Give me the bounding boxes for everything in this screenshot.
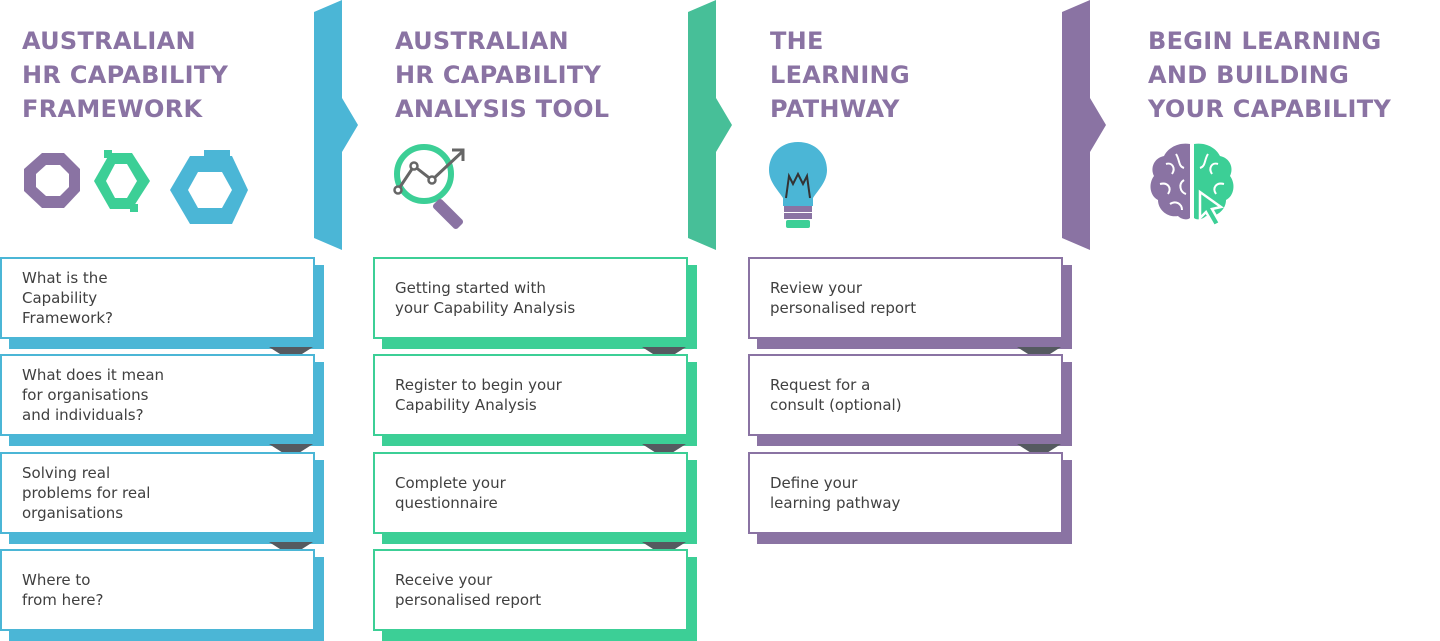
column-1-title-line: AUSTRALIAN — [22, 27, 196, 55]
step-card-label: Getting started with your Capability Ana… — [395, 279, 576, 317]
step-card-label: Review your personalised report — [770, 279, 917, 317]
step-card[interactable]: What is the Capability Framework? — [0, 257, 315, 339]
column-3-title-line: PATHWAY — [770, 95, 900, 123]
column-3-title-line: LEARNING — [770, 61, 910, 89]
step-card[interactable]: Where to from here? — [0, 549, 315, 631]
column-2-title-line: AUSTRALIAN — [395, 27, 569, 55]
column-4-title: BEGIN LEARNING AND BUILDING YOUR CAPABIL… — [1148, 24, 1391, 126]
brain-cursor-icon — [1150, 143, 1234, 228]
column-4-title-line: AND BUILDING — [1148, 61, 1350, 89]
lightbulb-icon — [769, 142, 827, 228]
step-card-label: Request for a consult (optional) — [770, 376, 902, 414]
step-card[interactable]: Review your personalised report — [748, 257, 1063, 339]
hexagon-rings-icon — [24, 150, 248, 224]
step-card-label: Where to from here? — [22, 571, 104, 609]
step-card-label: What does it mean for organisations and … — [22, 366, 165, 424]
step-card-label: Define your learning pathway — [770, 474, 901, 512]
step-card-label: Receive your personalised report — [395, 571, 542, 609]
column-2-title: AUSTRALIAN HR CAPABILITY ANALYSIS TOOL — [395, 24, 609, 126]
step-card-label: Register to begin your Capability Analys… — [395, 376, 562, 414]
column-3-title: THE LEARNING PATHWAY — [770, 24, 910, 126]
step-card-label: What is the Capability Framework? — [22, 269, 113, 327]
column-4-title-line: BEGIN LEARNING — [1148, 27, 1382, 55]
step-card[interactable]: What does it mean for organisations and … — [0, 354, 315, 436]
step-card[interactable]: Define your learning pathway — [748, 452, 1063, 534]
column-2-title-line: HR CAPABILITY — [395, 61, 602, 89]
step-card[interactable]: Solving real problems for real organisat… — [0, 452, 315, 534]
chevron-separator-1 — [314, 0, 358, 250]
step-card[interactable]: Request for a consult (optional) — [748, 354, 1063, 436]
step-card-label: Complete your questionnaire — [395, 474, 506, 512]
step-card[interactable]: Register to begin your Capability Analys… — [373, 354, 688, 436]
column-4-title-line: YOUR CAPABILITY — [1148, 95, 1392, 123]
chevron-separator-3 — [1062, 0, 1106, 250]
step-card[interactable]: Getting started with your Capability Ana… — [373, 257, 688, 339]
step-card[interactable]: Complete your questionnaire — [373, 452, 688, 534]
magnifier-analytics-icon — [393, 144, 465, 230]
step-card-label: Solving real problems for real organisat… — [22, 464, 151, 522]
column-3-title-line: THE — [770, 27, 824, 55]
column-1-title-line: FRAMEWORK — [22, 95, 203, 123]
column-2-title-line: ANALYSIS TOOL — [395, 95, 610, 123]
column-1-title-line: HR CAPABILITY — [22, 61, 229, 89]
chevron-separator-2 — [688, 0, 732, 250]
step-card[interactable]: Receive your personalised report — [373, 549, 688, 631]
column-1-title: AUSTRALIAN HR CAPABILITY FRAMEWORK — [22, 24, 228, 126]
